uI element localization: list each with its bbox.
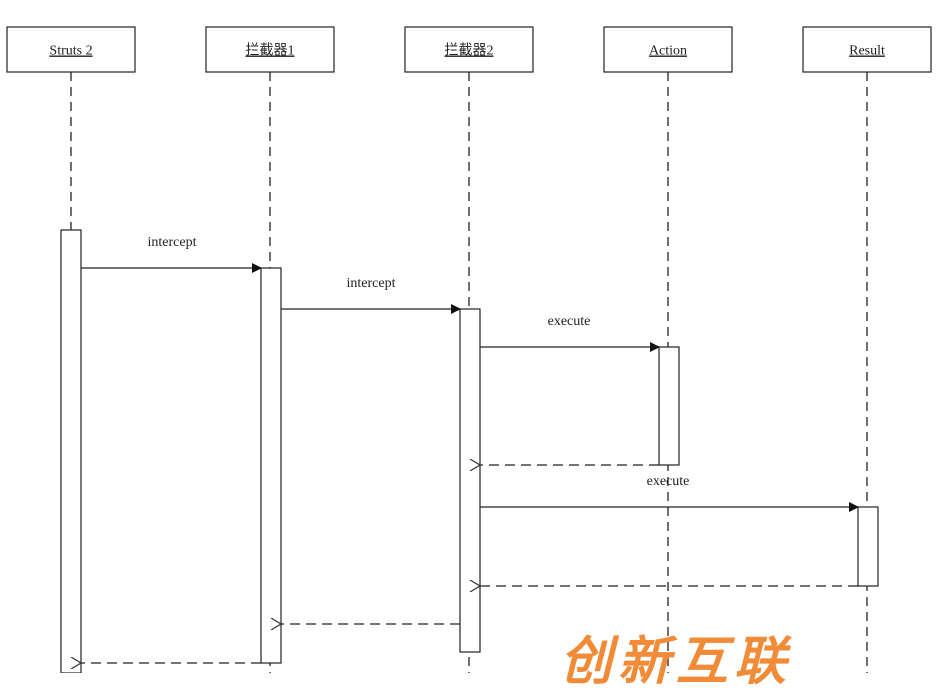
message-call-struts2-to-interceptor1: intercept — [81, 235, 262, 273]
lifeline-header-box — [603, 26, 733, 73]
lifeline-interceptor1: 拦截器1 — [205, 26, 335, 673]
message-label: intercept — [148, 235, 197, 250]
lifeline-header-box — [802, 26, 932, 73]
activation-bar-interceptor2 — [459, 308, 481, 653]
message-call-interceptor2-to-result: execute — [480, 474, 859, 512]
lifeline-header-box — [404, 26, 534, 73]
sequence-diagram-canvas: Struts 2 拦截器1 拦截器2 Action Result intercept in… — [6, 26, 932, 688]
lifeline-label: 拦截器2 — [445, 43, 494, 59]
activation-bar-result — [857, 506, 879, 587]
message-call-interceptor1-to-interceptor2: intercept — [281, 276, 461, 314]
message-label: execute — [647, 474, 690, 489]
message-call-interceptor2-to-action: execute — [480, 314, 660, 352]
lifeline-label: Action — [649, 44, 687, 59]
lifeline-label: Struts 2 — [49, 44, 92, 59]
lifeline-label: 拦截器1 — [246, 43, 295, 59]
sequence-diagram: Struts 2 拦截器1 拦截器2 Action Result intercept in… — [6, 26, 932, 673]
activation-bar-action — [658, 346, 680, 466]
lifeline-header-box — [6, 26, 136, 73]
lifeline-header-box — [205, 26, 335, 73]
watermark-logo: 创新互联 — [560, 632, 793, 692]
lifeline-label: Result — [849, 44, 885, 59]
message-label: intercept — [347, 276, 396, 291]
message-label: execute — [548, 314, 591, 329]
lifeline-struts2: Struts 2 — [6, 26, 136, 673]
activation-bar-struts2 — [60, 229, 82, 673]
activation-bar-interceptor1 — [260, 267, 282, 664]
